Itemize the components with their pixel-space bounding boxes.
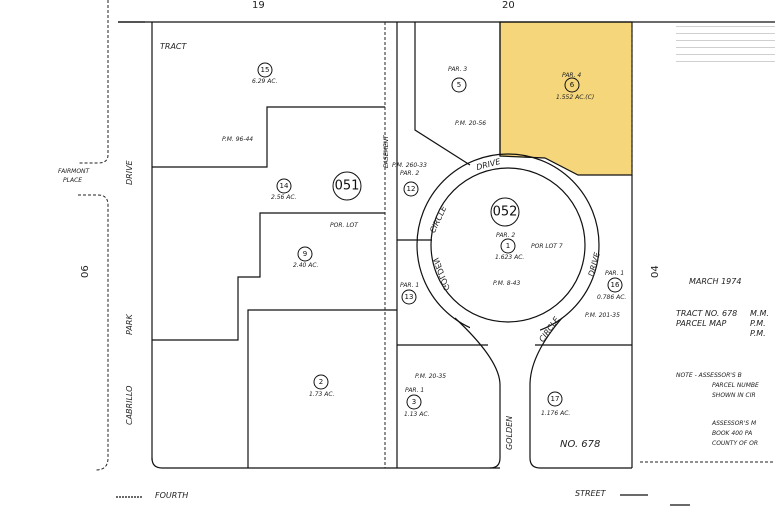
tract-number-label: NO. 678 [560,439,601,450]
parcel-16-area: 0.786 AC. [597,294,627,301]
parcel-2[interactable]: 2 [318,378,324,386]
parcel-2-area: 1.73 AC. [309,391,335,398]
map-ref: P.M. 201-35 [585,312,620,319]
cabrillo-road-edge [78,0,109,164]
parcel-6[interactable]: 6 [569,81,575,89]
legend-abbr: P.M. [750,329,766,338]
parcel-16-note: PAR. 1 [605,270,625,277]
notice-block [676,24,775,68]
legend-assessor: COUNTY OF OR [712,440,759,447]
street-park: PARK [125,314,134,335]
map-date: MARCH 1974 [689,277,742,286]
parcel-17[interactable]: 17 [550,395,560,403]
parcel-3-note: PAR. 1 [405,387,425,394]
map-ref: P.M. 96-44 [222,136,254,143]
parcel-12[interactable]: 12 [406,185,416,193]
map-ref: P.M. 8-43 [493,280,521,287]
map-ref: P.M. 20-35 [415,373,447,380]
legend-note: PARCEL NUMBE [712,382,759,389]
map-ref: P.M. 260-33 [392,162,427,169]
legend-tract: TRACT NO. 678 [676,309,738,318]
street-golden-bottom: GOLDEN [505,415,514,450]
street-fairmont: FAIRMONT [58,168,90,175]
parcel-13-note: PAR. 1 [400,282,420,289]
golden-circle-inner [430,167,586,323]
street-fourth: FOURTH [155,491,189,500]
legend-abbr: P.M. [750,319,766,328]
parcel-1-area: 1.623 AC. [495,254,525,261]
parcel-15[interactable]: 15 [260,66,270,74]
parcel-6-note: PAR. 4 [562,72,582,79]
parcel-9-area: 2.40 AC. [293,262,319,269]
parcel-17-area: 1.176 AC. [541,410,571,417]
legend-assessor: ASSESSOR'S M [712,420,757,427]
parcel-1[interactable]: 1 [505,242,511,250]
street-drive-left: DRIVE [125,160,134,185]
street-street: STREET [575,489,606,498]
cabrillo-road-edge [78,194,109,471]
parcel-1-extra: POR LOT 7 [531,243,563,250]
map-ref: P.M. 20-56 [455,120,487,127]
tract-label: TRACT [160,42,187,51]
parcel-9[interactable]: 9 [302,250,308,258]
legend-abbr: M.M. [750,309,769,318]
parcel-13[interactable]: 13 [404,293,414,301]
parcel-5[interactable]: 5 [456,81,462,89]
parcel-14-area: 2.56 AC. [271,194,297,201]
page-number-19: 19 [252,0,265,11]
parcel-14[interactable]: 14 [279,182,289,190]
parcel-3[interactable]: 3 [411,398,417,406]
parcel-1-note: PAR. 2 [496,232,516,239]
parcel-16[interactable]: 16 [610,281,620,289]
street-place: PLACE [63,177,83,184]
parcel-9-note: POR. LOT [330,222,358,229]
book-page-04: 04 [650,265,661,278]
parcel-12-note: PAR. 2 [400,170,420,177]
legend-assessor: BOOK 400 PA [712,430,753,437]
block-051: 051 [334,178,360,194]
legend-note: NOTE - ASSESSOR'S B [676,372,742,379]
parcel-6-area: 1.552 AC.(C) [556,94,595,101]
block-052: 052 [492,204,518,220]
page-number-20: 20 [502,0,515,11]
parcel-5-note: PAR. 3 [448,66,468,73]
parcel-3-area: 1.13 AC. [404,411,430,418]
legend-note: SHOWN IN CIR [712,392,756,399]
street-cabrillo: CABRILLO [125,385,134,425]
book-page-06: 06 [80,265,91,278]
easement-label: EASEMENT [383,135,390,168]
bottom-boundary [151,457,500,469]
parcel-15-area: 6.29 AC. [252,78,278,85]
legend-parcel-map: PARCEL MAP [676,319,727,328]
